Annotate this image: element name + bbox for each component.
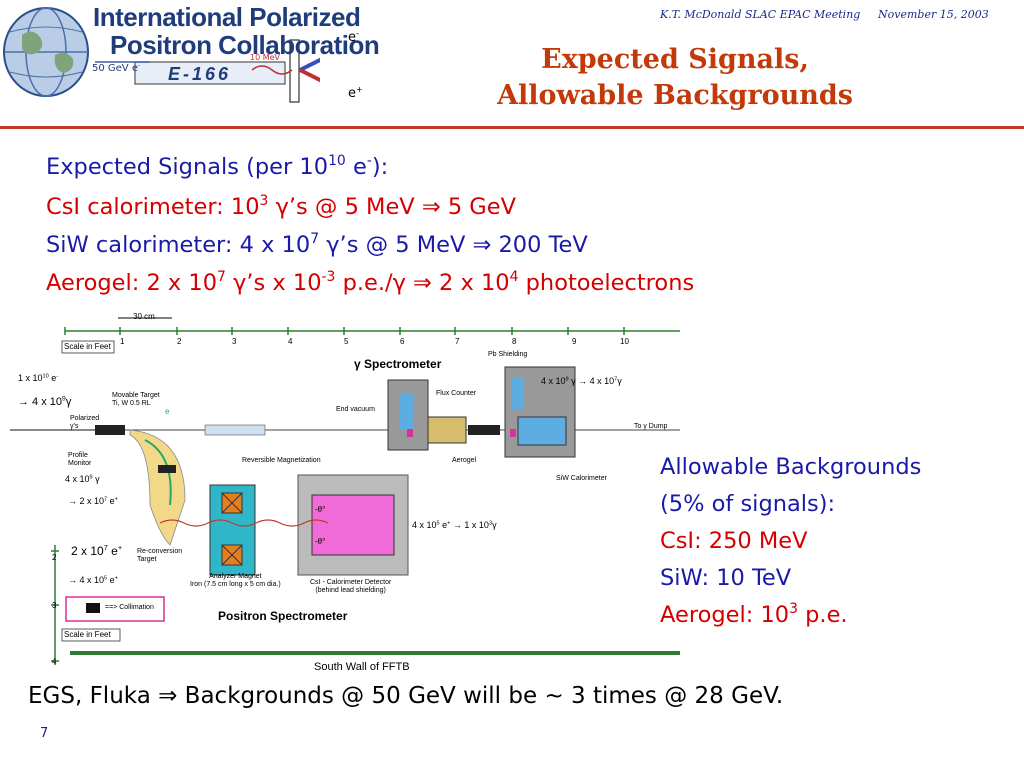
tick-3: 3 <box>232 337 237 346</box>
tick-6: 6 <box>400 337 405 346</box>
south-wall-label: South Wall of FFTB <box>314 661 410 673</box>
theta-label-1: -θ° <box>315 505 326 514</box>
annotation-conversion: 4 x 109 γ <box>65 474 100 484</box>
csi-detector-label: CsI - Calorimeter Detector(behind lead s… <box>310 579 392 594</box>
annotation-csi: 4 x 105 e+ → 1 x 103γ <box>412 520 497 530</box>
background-csi: CsI: 250 MeV <box>660 528 808 554</box>
aerogel-label: Aerogel <box>452 457 477 464</box>
annotation-gammas: → 4 x 109γ <box>18 395 72 408</box>
gamma-spectrometer-label: γ Spectrometer <box>354 357 442 371</box>
flux-counter-label: Flux Counter <box>436 390 477 397</box>
tick-4: 4 <box>288 337 293 346</box>
gamma-dump-label: To γ Dump <box>634 423 668 430</box>
backgrounds-heading: Allowable Backgrounds <box>660 454 922 480</box>
org-title-line1: International Polarized <box>93 2 361 32</box>
left-tick-4: 4 <box>52 657 57 666</box>
positron-spectrometer-label: Positron Spectrometer <box>218 609 348 623</box>
scale-bar-label: 30 cm <box>133 312 155 321</box>
siw-calorimeter-label: SiW Calorimeter <box>556 475 607 482</box>
annotation-positrons: → 2 x 107 e+ <box>68 496 118 506</box>
signals-heading: Expected Signals (per 1010 e-): <box>46 152 389 180</box>
logo-beam-label: 50 GeV e- <box>92 61 141 74</box>
left-tick-3: 3 <box>52 601 57 610</box>
signal-csi: CsI calorimeter: 103 γ’s @ 5 MeV ⇒ 5 GeV <box>46 192 516 220</box>
slide-title-line1: Expected Signals, <box>541 44 809 75</box>
scale-label-top: Scale in Feet <box>64 342 111 351</box>
title-divider <box>0 126 1024 129</box>
signal-aerogel: Aerogel: 2 x 107 γ’s x 10-3 p.e./γ ⇒ 2 x… <box>46 268 695 296</box>
meeting-date: November 15, 2003 <box>878 8 989 21</box>
scale-label-bottom: Scale in Feet <box>64 630 111 639</box>
meeting-name: SLAC EPAC Meeting <box>745 8 861 21</box>
background-siw: SiW: 10 TeV <box>660 565 792 591</box>
page-number: 7 <box>40 726 49 741</box>
e-label: e <box>165 407 170 416</box>
tick-7: 7 <box>455 337 460 346</box>
logo-eplus-label: e+ <box>348 84 363 101</box>
annotation-positrons-large: 2 x 107 e+ <box>71 543 123 558</box>
author: K.T. McDonald <box>660 8 742 21</box>
beamline-schematic <box>10 317 680 665</box>
theta-label-2: -θ° <box>315 537 326 546</box>
slide-title-line2: Allowable Backgrounds <box>497 80 853 111</box>
footer-statement: EGS, Fluka ⇒ Backgrounds @ 50 GeV will b… <box>28 683 784 709</box>
logo-eminus-label: e- <box>348 28 359 45</box>
annotation-flux: 4 x 109 γ → 4 x 107γ <box>541 376 622 386</box>
annotation-beam: 1 x 1010 e- <box>18 373 59 383</box>
signal-siw: SiW calorimeter: 4 x 107 γ’s @ 5 MeV ⇒ 2… <box>46 230 588 258</box>
pb-shielding-label: Pb Shielding <box>488 351 528 358</box>
reversible-magnetization-label: Reversible Magnetization <box>242 457 321 464</box>
logo-experiment-label: E-166 <box>168 64 232 84</box>
annotation-positrons-small: → 4 x 105 e+ <box>68 575 118 585</box>
tick-8: 8 <box>512 337 517 346</box>
backgrounds-subheading: (5% of signals): <box>660 491 836 517</box>
tick-2: 2 <box>177 337 182 346</box>
tick-10: 10 <box>620 337 629 346</box>
org-title-line2: Positron Collaboration <box>110 30 380 60</box>
tick-1: 1 <box>120 337 125 346</box>
background-aerogel: Aerogel: 103 p.e. <box>660 600 848 628</box>
left-tick-2: 2 <box>52 553 57 562</box>
end-vacuum-label: End vacuum <box>336 406 375 413</box>
collimation-legend-label: ==> Collimation <box>105 604 154 611</box>
logo-mev-label: 10 MeV <box>250 53 281 62</box>
experiment-layout-diagram: 30 cm Scale in Feet 1 2 3 4 5 6 7 8 9 10… <box>0 305 680 685</box>
tick-9: 9 <box>572 337 577 346</box>
globe-logo-icon <box>3 7 361 103</box>
tick-5: 5 <box>344 337 349 346</box>
collaboration-logo: International Polarized Positron Collabo… <box>0 0 380 118</box>
